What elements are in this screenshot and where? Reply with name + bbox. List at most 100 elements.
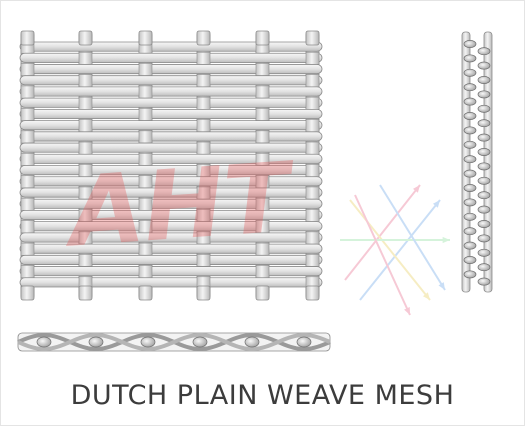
warp-knuckle xyxy=(305,209,320,222)
warp-knuckle xyxy=(305,96,320,110)
weft-wire xyxy=(19,176,323,187)
arrow-line xyxy=(379,184,446,291)
warp-knuckle xyxy=(138,265,153,279)
warp-end-bottom xyxy=(138,285,153,301)
warp-knuckle xyxy=(305,186,320,200)
warp-knuckle xyxy=(138,85,153,99)
side-wire-bead xyxy=(463,212,477,221)
warp-knuckle xyxy=(305,231,320,245)
side-wire-bead xyxy=(477,61,491,70)
warp-knuckle xyxy=(20,108,35,121)
side-wire-bead xyxy=(477,148,491,156)
weft-wire xyxy=(19,64,323,75)
side-wire-bead xyxy=(463,126,477,135)
side-wire-bead xyxy=(463,83,477,92)
side-wire-bead xyxy=(463,198,477,207)
side-wire-bead xyxy=(477,277,491,286)
weft-wire xyxy=(19,75,323,86)
weft-wire xyxy=(19,142,323,153)
warp-knuckle xyxy=(138,108,153,121)
side-wire-bead xyxy=(477,220,491,228)
warp-knuckle xyxy=(255,63,270,76)
warp-knuckle xyxy=(255,130,270,144)
warp-end-top xyxy=(138,30,153,46)
weft-wire xyxy=(19,277,323,288)
warp-knuckle xyxy=(138,130,153,144)
side-wire-bead xyxy=(463,54,477,63)
arrow-line xyxy=(354,194,411,316)
side-wire-bead xyxy=(477,234,491,243)
side-wire-bead xyxy=(463,270,477,279)
woven-mesh-side-view xyxy=(461,31,493,293)
warp-knuckle xyxy=(196,74,211,88)
side-wire-bead xyxy=(463,256,477,264)
warp-knuckle xyxy=(196,119,211,133)
side-wire-bead xyxy=(463,241,477,250)
warp-knuckle xyxy=(20,242,35,256)
weft-wire xyxy=(19,97,323,108)
warp-knuckle xyxy=(305,74,320,88)
weft-wire xyxy=(19,232,323,243)
arrow-head xyxy=(412,185,420,193)
arrow-head xyxy=(422,292,430,300)
warp-end-bottom xyxy=(20,285,35,301)
cross-wire-bead xyxy=(140,336,156,348)
warp-end-bottom xyxy=(196,285,211,301)
figure-caption: DUTCH PLAIN WEAVE MESH xyxy=(70,380,455,411)
side-wire-bead xyxy=(477,248,491,257)
weft-wire xyxy=(19,266,323,277)
weft-wire xyxy=(19,221,323,232)
side-wire-bead xyxy=(477,263,491,272)
warp-knuckle xyxy=(305,51,320,65)
weft-wire xyxy=(19,243,323,254)
weft-wire xyxy=(19,165,323,176)
cross-wire-bead xyxy=(36,336,52,348)
warp-end-bottom xyxy=(78,285,93,301)
cross-wire-bead xyxy=(244,336,260,348)
warp-knuckle xyxy=(20,63,35,76)
side-wire-bead xyxy=(463,40,477,48)
cross-wire-b xyxy=(17,332,331,352)
warp-knuckle xyxy=(255,265,270,279)
warp-knuckle xyxy=(196,96,211,110)
weft-wire xyxy=(19,52,323,63)
cross-wire-bead xyxy=(88,336,104,348)
warp-knuckle xyxy=(255,108,270,121)
warp-knuckle xyxy=(78,74,93,88)
arrow-head xyxy=(438,282,445,290)
warp-knuckle xyxy=(78,96,93,110)
side-wire-bead xyxy=(477,104,491,113)
weft-wire xyxy=(19,210,323,221)
warp-end-top xyxy=(196,30,211,46)
weft-wire xyxy=(19,187,323,198)
warp-knuckle xyxy=(20,85,35,99)
warp-knuckle xyxy=(78,51,93,65)
warp-end-top xyxy=(305,30,320,46)
weft-wire xyxy=(19,120,323,131)
side-wire-bead xyxy=(477,133,491,142)
warp-end-bottom xyxy=(305,285,320,301)
warp-knuckle xyxy=(20,175,35,189)
side-wire-bead xyxy=(463,184,477,192)
arrow-head xyxy=(442,236,450,244)
side-wire-bead xyxy=(477,205,491,214)
warp-end-top xyxy=(78,30,93,46)
warp-knuckle xyxy=(305,254,320,267)
warp-knuckle xyxy=(78,141,93,155)
woven-mesh-cross-section xyxy=(17,332,331,352)
arrow-line xyxy=(349,199,431,301)
side-wire-bead xyxy=(477,191,491,200)
side-wire-bead xyxy=(477,76,491,84)
warp-knuckle xyxy=(20,152,35,166)
warp-knuckle xyxy=(20,130,35,144)
warp-knuckle xyxy=(305,119,320,133)
warp-knuckle xyxy=(78,119,93,133)
warp-knuckle xyxy=(138,63,153,76)
weft-wire xyxy=(19,153,323,164)
weft-wire xyxy=(19,131,323,142)
weft-wire xyxy=(19,86,323,97)
side-wire-bead xyxy=(477,162,491,171)
side-wire-bead xyxy=(477,90,491,99)
side-wire-bead xyxy=(477,176,491,185)
warp-end-top xyxy=(20,30,35,46)
